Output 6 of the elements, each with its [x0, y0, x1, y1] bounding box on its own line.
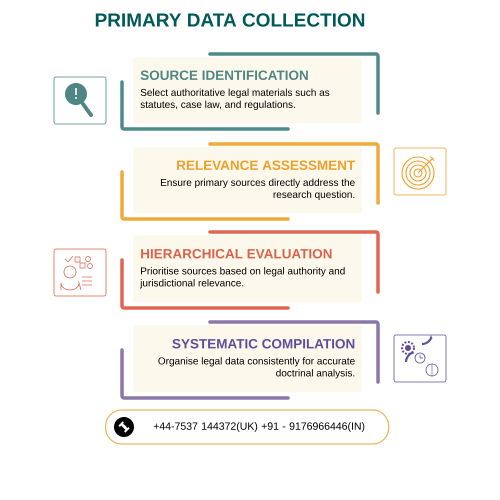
- step-card: SOURCE IDENTIFICATION Select authoritative legal materials such as statutes, case law, and regulations.: [133, 57, 362, 124]
- step-card: HIERARCHICAL EVALUATION Prioritise sources based on legal authority and jurisdictional relevance.: [133, 235, 362, 302]
- contact-pill: +44-7537 144372(UK) +91 - 9176966446(IN): [105, 409, 390, 445]
- title: PRIMARY DATA COLLECTION: [96, 13, 364, 27]
- step-card: SYSTEMATIC COMPILATION Organise legal data consistently for accurate doctrinal analysis.: [133, 325, 362, 392]
- step-card: RELEVANCE ASSESSMENT Ensure primary sources directly address the research question.: [133, 147, 362, 214]
